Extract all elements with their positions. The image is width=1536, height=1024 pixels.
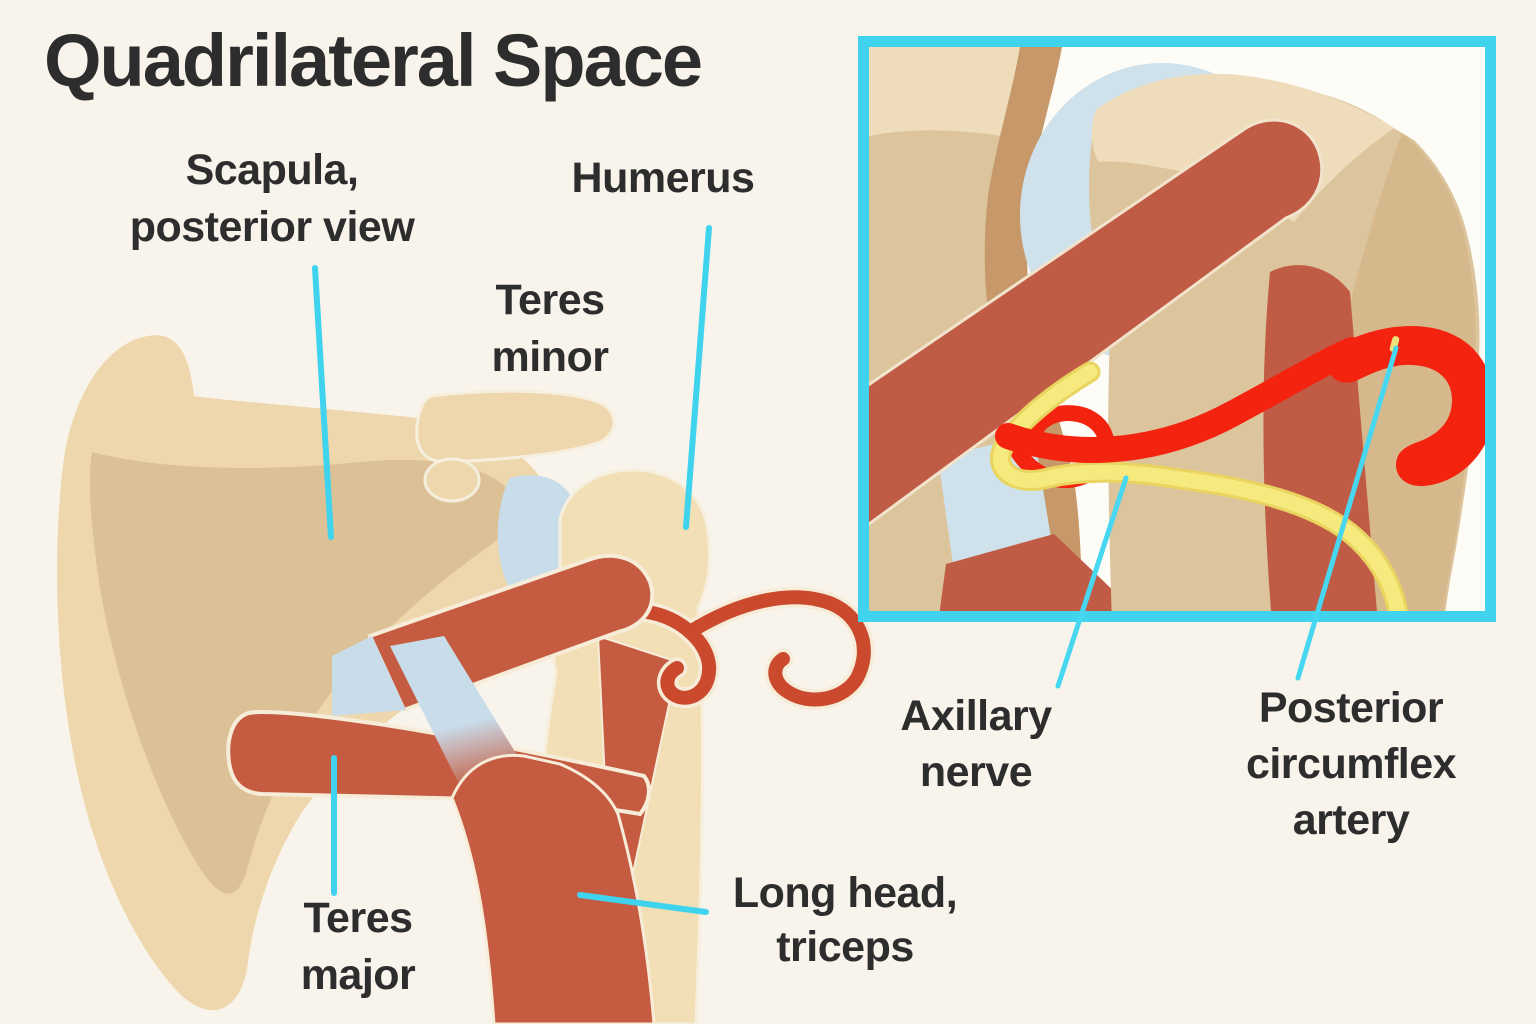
long-head-leader-line xyxy=(577,892,709,915)
label-scapula-line1: Scapula, xyxy=(185,146,359,194)
inset-artery-hook xyxy=(1327,326,1485,487)
label-teres-minor-line1: Teres xyxy=(495,276,605,324)
label-scapula: Scapula, posterior view xyxy=(52,142,492,256)
inset-artery-sweep xyxy=(995,337,1365,463)
page-title: Quadrilateral Space xyxy=(44,19,703,102)
label-scapula-line2: posterior view xyxy=(129,203,415,251)
label-long-head-line2: triceps xyxy=(776,923,914,971)
humerus-leader-line xyxy=(683,225,712,530)
label-teres-major-line2: major xyxy=(300,951,416,999)
inset-teres-minor xyxy=(869,118,1324,526)
inset-leader-lines xyxy=(1055,345,1399,689)
label-teres-minor: Teres minor xyxy=(430,272,670,386)
triceps-long-head-muscle xyxy=(450,753,656,1024)
coracoid-knob xyxy=(423,457,481,503)
scapula-fossa-shading xyxy=(89,452,514,894)
main-view xyxy=(57,225,875,1024)
scapula-leader-line xyxy=(312,265,334,540)
label-posterior-circumflex-artery: Posterior circumflex artery xyxy=(1171,680,1531,848)
teres-minor-tendon xyxy=(332,636,406,716)
label-long-head-triceps: Long head, triceps xyxy=(665,866,1025,974)
label-axillary-line2: nerve xyxy=(919,748,1033,796)
inset-teres-major xyxy=(939,534,1135,611)
label-long-head-line1: Long head, xyxy=(732,869,958,917)
label-teres-major: Teres major xyxy=(238,890,478,1004)
label-humerus: Humerus xyxy=(513,150,813,207)
label-humerus-line1: Humerus xyxy=(571,154,755,202)
axillary-nerve-leader-line xyxy=(1055,475,1129,689)
label-axillary-nerve: Axillary nerve xyxy=(816,688,1136,800)
label-teres-minor-line2: minor xyxy=(491,333,609,381)
main-leader-lines xyxy=(312,225,712,915)
label-circumflex-line1: Posterior xyxy=(1258,684,1444,732)
label-circumflex-line3: artery xyxy=(1292,796,1410,844)
label-axillary-line1: Axillary xyxy=(900,692,1052,740)
label-teres-major-line1: Teres xyxy=(303,894,413,942)
inset-view xyxy=(858,36,1496,689)
label-circumflex-line2: circumflex xyxy=(1245,740,1457,788)
acromion-bone xyxy=(415,389,616,464)
circumflex-artery-leader-line xyxy=(1295,345,1399,681)
